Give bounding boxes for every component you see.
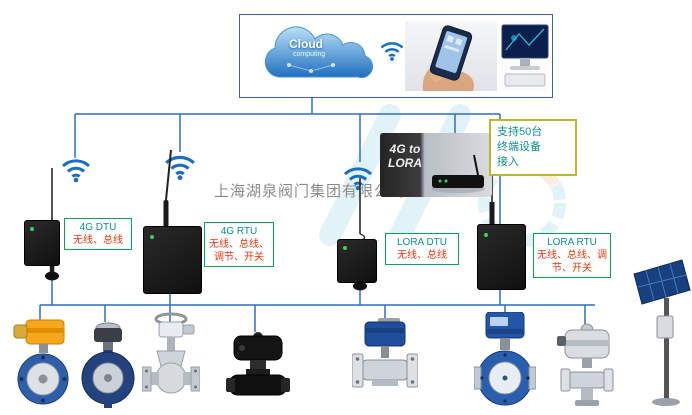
wafer-butterfly-valve-image (81, 322, 135, 408)
wifi-icon (343, 167, 373, 191)
gateway-label-line2: LORA (388, 155, 422, 170)
device-label-lora-dtu: LORA DTU 无线、总线 (385, 233, 459, 265)
wifi-icon (61, 159, 91, 183)
device-name: LORA DTU (396, 237, 447, 248)
cloud-computing-image: Cloud computing (249, 21, 375, 89)
4g-to-lora-gateway-image: 4G to LORA (380, 133, 492, 197)
support-capacity-note: 支持50台 终端设备 接入 (489, 119, 577, 176)
4g-rtu-device (143, 226, 202, 294)
phone-in-hand-graphic (422, 25, 474, 91)
device-attributes: 无线、总线、调节、开关 (209, 239, 269, 263)
lora-rtu-device (477, 224, 526, 290)
device-name: 4G RTU (220, 226, 258, 237)
whip-antenna (163, 150, 172, 228)
device-name: 4G DTU (79, 222, 117, 233)
support-note-line2: 终端设备 (497, 140, 541, 153)
gateway-label: 4G to LORA (384, 142, 426, 171)
gateway-label-line1: 4G to (389, 142, 421, 156)
flanged-ball-valve-blue-actuator-image (352, 318, 418, 388)
cloud-icon (264, 26, 374, 79)
black-electric-ball-valve-image (226, 332, 290, 396)
cloud-title: Cloud (289, 37, 323, 51)
cloud-platform-panel: Cloud computing (239, 14, 553, 98)
desktop-computer-image (501, 21, 549, 91)
device-attributes: 无线、总线、调节、开关 (537, 250, 607, 274)
wifi-icon (165, 155, 195, 181)
device-attributes: 无线、总线 (73, 235, 123, 246)
electric-actuator-valve-gray-image (557, 323, 614, 406)
4g-dtu-device (24, 220, 60, 266)
cloud-subtitle: computing (293, 51, 326, 58)
lora-dtu-device (337, 239, 377, 283)
device-label-lora-rtu: LORA RTU 无线、总线、调节、开关 (533, 233, 611, 278)
hand-holding-phone-image (405, 21, 497, 91)
monitor-graphic (501, 24, 549, 87)
company-watermark: 上海湖泉阀门集团有限公司 (214, 183, 407, 200)
electric-flow-control-valve-blue-image (474, 312, 536, 406)
device-name: LORA RTU (547, 237, 597, 248)
router-graphic (431, 154, 485, 193)
support-note-line1: 支持50台 (497, 126, 543, 138)
device-label-4g-rtu: 4G RTU 无线、总线、调节、开关 (204, 222, 274, 267)
support-note-line3: 接入 (497, 155, 519, 168)
electric-gate-valve-image (142, 312, 200, 394)
device-label-4g-dtu: 4G DTU 无线、总线 (64, 218, 132, 250)
device-attributes: 无线、总线 (397, 250, 447, 261)
electric-butterfly-valve-yellow-image (13, 319, 69, 405)
wifi-icon (380, 42, 404, 61)
solar-panel-pole-image (633, 259, 691, 406)
